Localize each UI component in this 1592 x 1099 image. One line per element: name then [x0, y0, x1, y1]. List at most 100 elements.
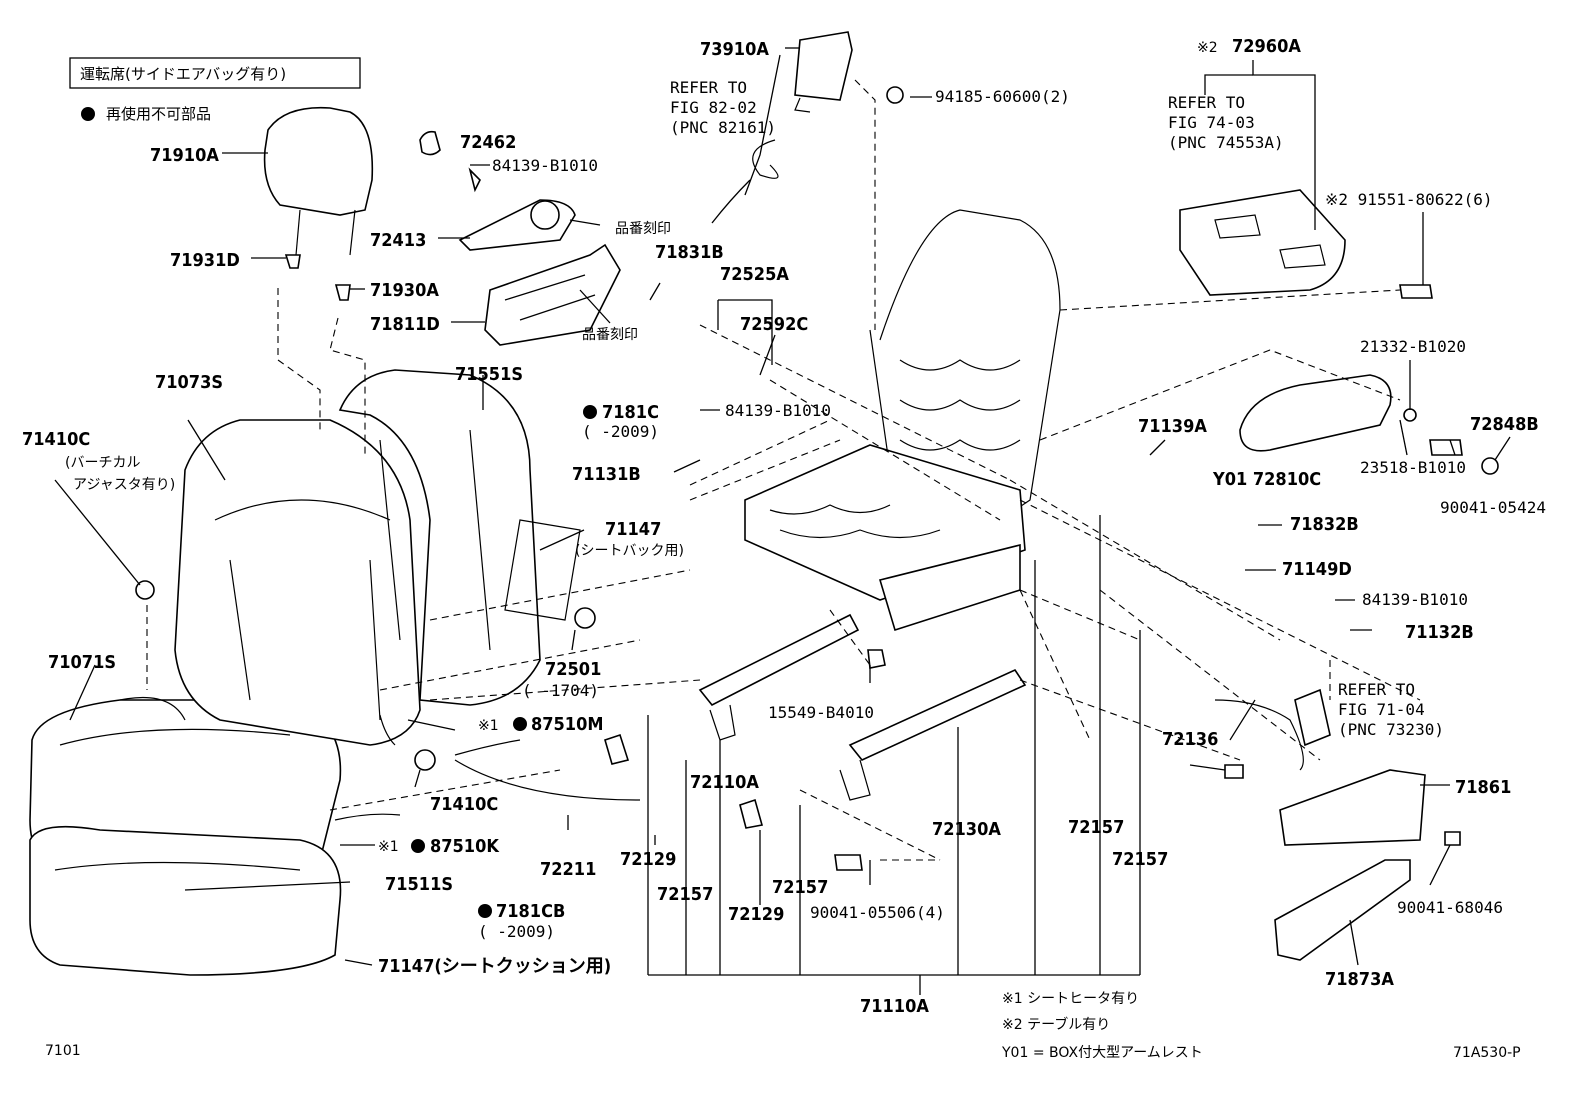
seat-back-cover-shape — [174, 419, 421, 746]
legend-text: 再使用不可部品 — [106, 105, 211, 123]
callout-71147-back: 71147 — [605, 519, 661, 540]
callout-72501: 72501 — [545, 659, 601, 680]
footer-left-code: 7101 — [45, 1043, 81, 1059]
callout-84139-B1010-mid: 84139-B1010 — [725, 401, 831, 420]
reuse-bullet-7181CB-icon — [478, 904, 492, 918]
callout-71410C-low: 71410C — [430, 794, 498, 815]
callout-72960A-prefix: ※2 — [1197, 40, 1218, 56]
callout-refer-82-line3: (PNC 82161) — [670, 118, 776, 137]
callout-71410C-note1: (バーチカル — [65, 455, 140, 471]
callout-71110A: 71110A — [860, 996, 929, 1017]
callout-21332-B1020: 21332-B1020 — [1360, 337, 1466, 356]
callout-7181C: 7181C — [602, 402, 659, 423]
callout-72413: 72413 — [370, 230, 426, 251]
headrest-support-right-shape — [334, 284, 351, 301]
callout-72136: 72136 — [1162, 729, 1218, 750]
callout-71139A: 71139A — [1138, 416, 1207, 437]
callout-refer-74-line1: REFER TO — [1168, 93, 1245, 112]
callout-72960A: 72960A — [1232, 36, 1301, 57]
callout-71811D: 71811D — [370, 314, 440, 335]
dashed-guide-lines — [146, 79, 1421, 861]
callout-7181CB: 7181CB — [496, 901, 565, 922]
callout-refer-82-line1: REFER TO — [670, 78, 747, 97]
seatback-heater-mat-shape — [504, 519, 581, 621]
callout-72592C: 72592C — [740, 314, 808, 335]
callout-72157-c: 72157 — [1068, 817, 1124, 838]
wire-harness-shape — [334, 699, 1304, 821]
callout-71931D: 71931D — [170, 250, 240, 271]
callout-71831B: 71831B — [655, 242, 724, 263]
callout-refer-74-line2: FIG 74-03 — [1168, 113, 1255, 132]
callout-7181C-years: ( -2009) — [582, 422, 659, 441]
callout-90041-68046: 90041-68046 — [1397, 898, 1503, 917]
callout-87510K-prefix: ※1 — [378, 839, 399, 855]
callout-72848B: 72848B — [1470, 414, 1539, 435]
reuse-bullet-87510M-icon — [513, 717, 527, 731]
callout-71147-cushion: 71147(シートクッション用) — [378, 956, 611, 977]
callout-71410C-note2: アジャスタ有り) — [73, 477, 175, 493]
reuse-bullet-7181C-icon — [583, 405, 597, 419]
footer-right-code: 71A530-P — [1453, 1045, 1521, 1061]
callout-71873A: 71873A — [1325, 969, 1394, 990]
callout-stamp-2: 品番刻印 — [582, 327, 638, 343]
callout-72157-b: 72157 — [772, 877, 828, 898]
leader-lines — [54, 47, 1511, 995]
recliner-bracket-cover-shape — [484, 243, 621, 346]
callout-71071S: 71071S — [48, 652, 116, 673]
callout-71832B: 71832B — [1290, 514, 1359, 535]
callout-71073S: 71073S — [155, 372, 223, 393]
side-shield-upper-shape — [1279, 769, 1426, 846]
callout-71410C-top: 71410C — [22, 429, 90, 450]
callout-94185-60600: 94185-60600(2) — [935, 87, 1070, 106]
callout-71132B: 71132B — [1405, 622, 1474, 643]
callout-71131B: 71131B — [572, 464, 641, 485]
seat-frame-shape — [744, 209, 1061, 632]
callout-72211: 72211 — [540, 859, 596, 880]
callout-71861: 71861 — [1455, 777, 1511, 798]
seat-back-pad-shape — [338, 369, 541, 706]
callout-84139-B1010-top: 84139-B1010 — [492, 156, 598, 175]
callout-72157-a: 72157 — [657, 884, 713, 905]
callout-71511S: 71511S — [385, 874, 453, 895]
seat-track-outer-shape — [839, 668, 1027, 801]
callout-72525A: 72525A — [720, 264, 789, 285]
callout-71551S: 71551S — [455, 364, 523, 385]
callout-87510K: 87510K — [430, 836, 500, 857]
callout-23518-B1010: 23518-B1010 — [1360, 458, 1466, 477]
side-airbag-shape — [752, 31, 853, 179]
side-shield-lower-shape — [1274, 859, 1411, 961]
callout-87510M-prefix: ※1 — [478, 718, 499, 734]
callout-90041-05424: 90041-05424 — [1440, 498, 1546, 517]
seat-track-inner-shape — [698, 613, 860, 741]
footer-note-2: ※2 テーブル有り — [1002, 1016, 1110, 1033]
footer-note-3: Y01 = BOX付大型アームレスト — [1001, 1045, 1203, 1061]
callout-71910A: 71910A — [150, 145, 219, 166]
callout-stamp-1: 品番刻印 — [615, 221, 671, 237]
callout-90041-05506: 90041-05506(4) — [810, 903, 945, 922]
reuse-bullet-87510K-icon — [411, 839, 425, 853]
footer-note-1: ※1 シートヒータ有り — [1002, 991, 1139, 1007]
legend-bullet-icon — [81, 107, 95, 121]
seat-cushion-shape — [29, 696, 342, 976]
callout-refer-82-line2: FIG 82-02 — [670, 98, 757, 117]
callout-87510M: 87510M — [531, 714, 603, 735]
callout-refer-71-line3: (PNC 73230) — [1338, 720, 1444, 739]
callout-15549-B4010: 15549-B4010 — [768, 703, 874, 722]
callout-72157-d: 72157 — [1112, 849, 1168, 870]
callout-71147-back-note: (シートバック用) — [575, 543, 684, 559]
callout-refer-71-line2: FIG 71-04 — [1338, 700, 1425, 719]
callout-84139-B1010-right: 84139-B1010 — [1362, 590, 1468, 609]
callout-72110A: 72110A — [690, 772, 759, 793]
callout-72129-a: 72129 — [620, 849, 676, 870]
callout-refer-71-line1: REFER TO — [1338, 680, 1415, 699]
callout-72462: 72462 — [460, 132, 516, 153]
callout-72130A: 72130A — [932, 819, 1001, 840]
header-title-box — [69, 57, 361, 89]
callout-71149D: 71149D — [1282, 559, 1352, 580]
callout-72129-b: 72129 — [728, 904, 784, 925]
callout-91551-80622: ※2 91551-80622(6) — [1325, 190, 1493, 209]
seat-belt-buckle-shape — [1229, 688, 1331, 747]
recliner-cover-shape — [419, 130, 576, 251]
callout-labels: 73910A 94185-60600(2) REFER TO FIG 82-02… — [22, 36, 1546, 1017]
